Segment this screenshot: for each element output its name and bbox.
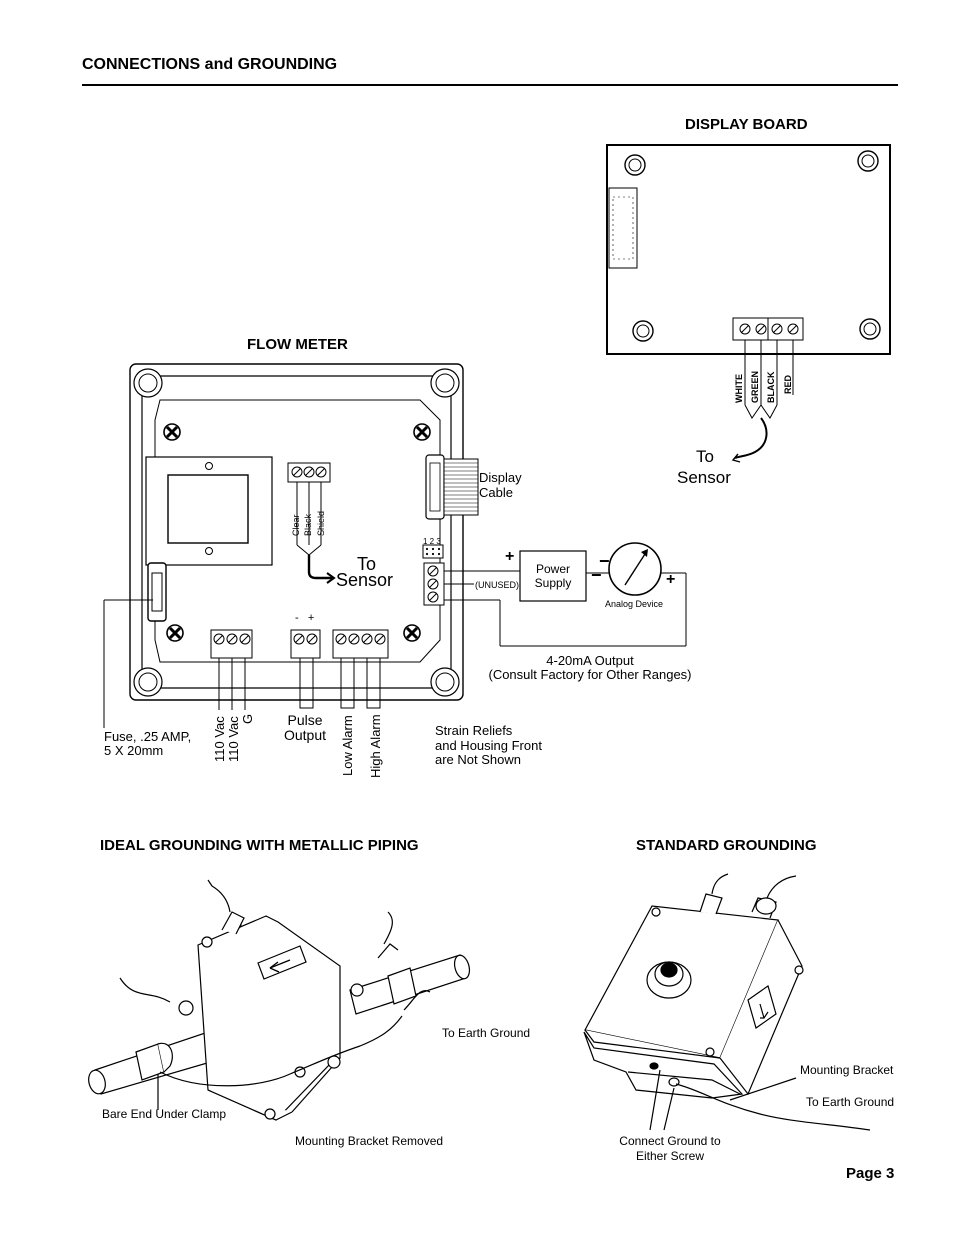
ideal-earth-ground-label: To Earth Ground [442,1026,531,1040]
bare-end-label: Bare End Under Clamp [102,1107,227,1121]
standard-grounding-title: STANDARD GROUNDING [636,837,817,854]
meter-sensor-label: Sensor [336,570,394,590]
bracket-removed-label: Mounting Bracket Removed [295,1134,444,1148]
pulse-output-label-2: Output [283,727,327,743]
terminal-label-110vac-2: 110 Vac [226,716,241,762]
power-supply-label-2: Supply [534,576,572,590]
terminal-label-ground: G [240,713,255,724]
wire-label-red: RED [783,374,793,394]
strain-note-line-2: and Housing Front [435,738,542,753]
unused-label: (UNUSED) [475,580,519,590]
strain-note-line-1: Strain Reliefs [435,723,513,738]
terminal-label-black: Black [303,513,313,536]
plus-sign-device: + [666,571,676,588]
output-note-line-2: (Consult Factory for Other Ranges) [488,667,692,682]
output-note-line-1: 4-20mA Output [546,653,634,668]
display-to-label: To [696,447,714,466]
display-board-title: DISPLAY BOARD [685,116,808,133]
fuse-label-2: 5 X 20mm [104,743,164,758]
terminal-label-110vac-1: 110 Vac [212,716,227,762]
connect-ground-label-2: Either Screw [635,1149,705,1163]
terminal-label-clear: Clear [291,514,301,536]
minus-sign-supply: − [599,551,610,571]
wire-label-white: WHITE [734,374,744,403]
low-alarm-label: Low Alarm [340,715,355,776]
jumper-numbers: 1 2 3 [423,537,441,546]
standard-earth-ground-label: To Earth Ground [806,1095,895,1109]
meter-to-label: To [357,554,377,574]
display-cable-label-1: Display [479,470,522,485]
pulse-polarity: - + [295,612,315,624]
page-number: Page 3 [846,1165,895,1182]
terminal-label-shield: Shield [316,510,326,536]
analog-device-label: Analog Device [605,599,664,609]
minus-sign-device: − [591,565,602,585]
flow-meter-title: FLOW METER [247,336,348,353]
display-cable-label-2: Cable [479,485,513,500]
pulse-output-label-1: Pulse [287,712,323,728]
display-sensor-label: Sensor [677,468,731,487]
mounting-bracket-label: Mounting Bracket [800,1063,894,1077]
plus-sign-supply: + [505,548,515,565]
wire-label-black: BLACK [766,371,776,404]
page-title: CONNECTIONS and GROUNDING [82,56,338,73]
wire-label-green: GREEN [750,370,760,403]
ideal-grounding-title: IDEAL GROUNDING WITH METALLIC PIPING [100,837,419,854]
strain-note-line-3: are Not Shown [435,752,521,767]
display-board [606,144,891,463]
high-alarm-label: High Alarm [368,714,383,778]
header-rule [82,84,898,86]
connect-ground-label-1: Connect Ground to [619,1134,721,1148]
fuse-label-1: Fuse, .25 AMP, [104,729,192,744]
standard-grounding-illustration [583,873,871,1131]
flow-meter-housing [103,363,687,728]
power-supply-label-1: Power [535,562,570,576]
ideal-grounding-illustration [88,879,471,1121]
